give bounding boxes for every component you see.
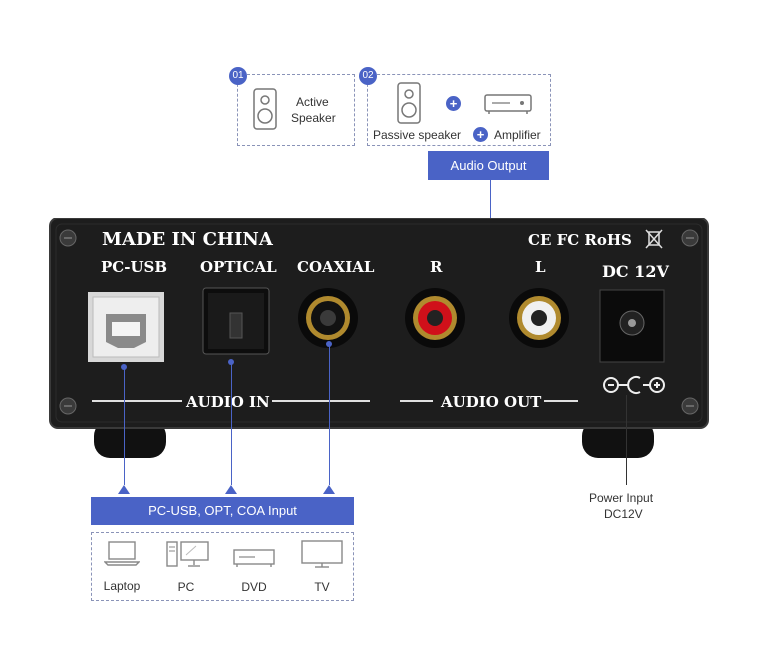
left-channel-label: L	[535, 258, 546, 276]
coaxial-label: COAXIAL	[297, 258, 375, 276]
usb-arrow-icon	[118, 485, 130, 494]
laptop-icon	[104, 541, 140, 566]
amplifier-icon	[484, 94, 532, 114]
right-channel-label: R	[430, 258, 443, 276]
device-panel	[49, 218, 709, 458]
passive-speaker-label: Passive speaker	[373, 128, 462, 142]
devices-box	[91, 532, 354, 601]
option-number-01: 01	[229, 67, 247, 85]
active-speaker-label-2: Speaker	[291, 111, 336, 125]
option-number-02: 02	[359, 67, 377, 85]
optical-arrow-icon	[225, 485, 237, 494]
amplifier-label: Amplifier	[494, 128, 541, 142]
dc-12v-label: DC 12V	[602, 262, 669, 281]
plus-icon: +	[446, 96, 461, 111]
pc-usb-label: PC-USB	[101, 258, 168, 276]
audio-output-bar: Audio Output	[428, 151, 549, 180]
passive-speaker-icon	[397, 82, 421, 124]
audio-in-label: AUDIO IN	[186, 393, 270, 411]
made-in-china-text: MADE IN CHINA	[102, 229, 273, 250]
usb-connector	[124, 367, 125, 485]
certification-marks: CE FC RoHS	[528, 231, 632, 249]
power-input-label-2: DC12V	[604, 507, 643, 521]
active-speaker-label-1: Active	[296, 95, 329, 109]
optical-label: OPTICAL	[200, 258, 277, 276]
active-speaker-icon	[253, 88, 277, 130]
option-box-active-speaker	[237, 74, 355, 146]
optical-connector	[231, 362, 232, 485]
coaxial-arrow-icon	[323, 485, 335, 494]
device-label-tv: TV	[314, 580, 330, 594]
device-label-pc: PC	[177, 580, 195, 594]
device-label-laptop: Laptop	[103, 579, 141, 593]
power-connector	[626, 395, 627, 485]
dvd-icon	[233, 549, 275, 567]
option-box-passive-speaker	[367, 74, 551, 146]
input-bar: PC-USB, OPT, COA Input	[91, 497, 354, 525]
plus-icon-2: +	[473, 127, 488, 142]
power-input-label-1: Power Input	[589, 491, 654, 505]
coaxial-connector	[329, 344, 330, 485]
audio-out-label: AUDIO OUT	[441, 393, 542, 411]
tv-icon	[301, 540, 343, 568]
pc-icon	[166, 541, 209, 567]
device-label-dvd: DVD	[241, 580, 267, 594]
